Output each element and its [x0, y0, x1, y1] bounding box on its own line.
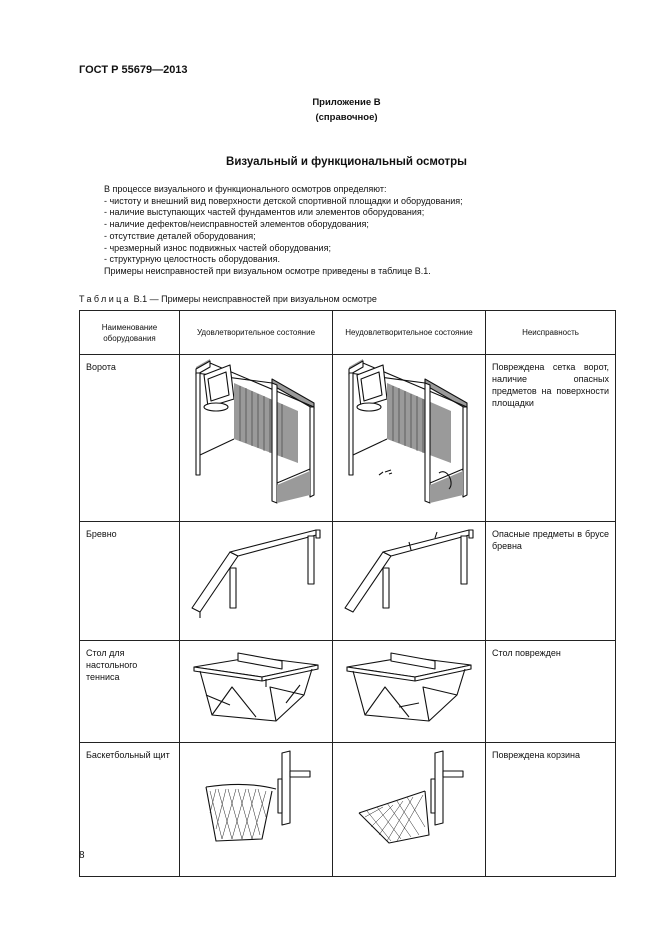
unsatisfactory-image — [332, 640, 486, 743]
defect-description: Опасные предметы в брусе бревна — [485, 521, 616, 641]
page-number: 8 — [79, 850, 85, 861]
table-caption: Таблица В.1 — Примеры неисправностей при… — [79, 294, 377, 304]
basketball-hoop-illustration — [205, 750, 311, 842]
table-row: Бревно Опасные предметы в брусе — [79, 521, 616, 641]
damaged-gate-illustration — [348, 359, 468, 504]
satisfactory-image — [179, 521, 333, 641]
table-row: Стол для настольного тенниса — [79, 640, 616, 743]
column-header: Удовлетворительное состояние — [179, 310, 333, 355]
intro-text: В процессе визуального и функционального… — [104, 184, 604, 278]
section-title: Визуальный и функциональный осмотры — [226, 156, 467, 168]
intro-item: - чрезмерный износ подвижных частей обор… — [104, 242, 331, 253]
column-header: Неудовлетворительное состояние — [332, 310, 486, 355]
beam-illustration — [191, 529, 321, 618]
defect-description: Повреждена сетка ворот, наличие опасных … — [485, 354, 616, 522]
intro-lead: В процессе визуального и функционального… — [104, 184, 387, 194]
intro-item: - наличие выступающих частей фундаментов… — [104, 207, 425, 218]
unsatisfactory-image — [332, 521, 486, 641]
tennis-table-illustration — [193, 652, 319, 722]
gate-illustration — [195, 359, 315, 504]
defect-description: Стол поврежден — [485, 640, 616, 743]
intro-item: - наличие дефектов/неисправностей элемен… — [104, 219, 369, 230]
intro-item: - структурную целостность оборудования. — [104, 254, 281, 265]
equipment-name: Ворота — [79, 354, 180, 522]
equipment-name: Стол для настольного тенниса — [79, 640, 180, 743]
intro-closing: Примеры неисправностей при визуальном ос… — [104, 265, 431, 276]
unsatisfactory-image — [332, 742, 486, 877]
appendix-type: (справочное) — [315, 112, 378, 123]
unsatisfactory-image — [332, 354, 486, 522]
column-header: Неисправность — [485, 310, 616, 355]
table-caption-text: В.1 — Примеры неисправностей при визуаль… — [131, 294, 377, 304]
table-row: Баскетбольный щит — [79, 742, 616, 877]
equipment-name: Бревно — [79, 521, 180, 641]
satisfactory-image — [179, 640, 333, 743]
table-row: Ворота — [79, 354, 616, 522]
document-header: ГОСТ Р 55679—2013 — [79, 64, 188, 76]
equipment-name: Баскетбольный щит — [79, 742, 180, 877]
column-header: Наименование оборудования — [79, 310, 180, 355]
defects-table: Наименование оборудования Удовлетворител… — [79, 310, 616, 877]
satisfactory-image — [179, 354, 333, 522]
damaged-tennis-table-illustration — [346, 652, 472, 722]
satisfactory-image — [179, 742, 333, 877]
appendix-title: Приложение В — [312, 97, 381, 108]
appendix-heading: Приложение В (справочное) — [0, 95, 661, 125]
table-caption-label: Таблица — [79, 294, 132, 304]
intro-item: - отсутствие деталей оборудования; — [104, 230, 256, 241]
damaged-basketball-hoop-illustration — [358, 750, 464, 844]
intro-item: - чистоту и внешний вид поверхности детс… — [104, 195, 463, 206]
damaged-beam-illustration — [344, 529, 474, 613]
defect-description: Повреждена корзина — [485, 742, 616, 877]
